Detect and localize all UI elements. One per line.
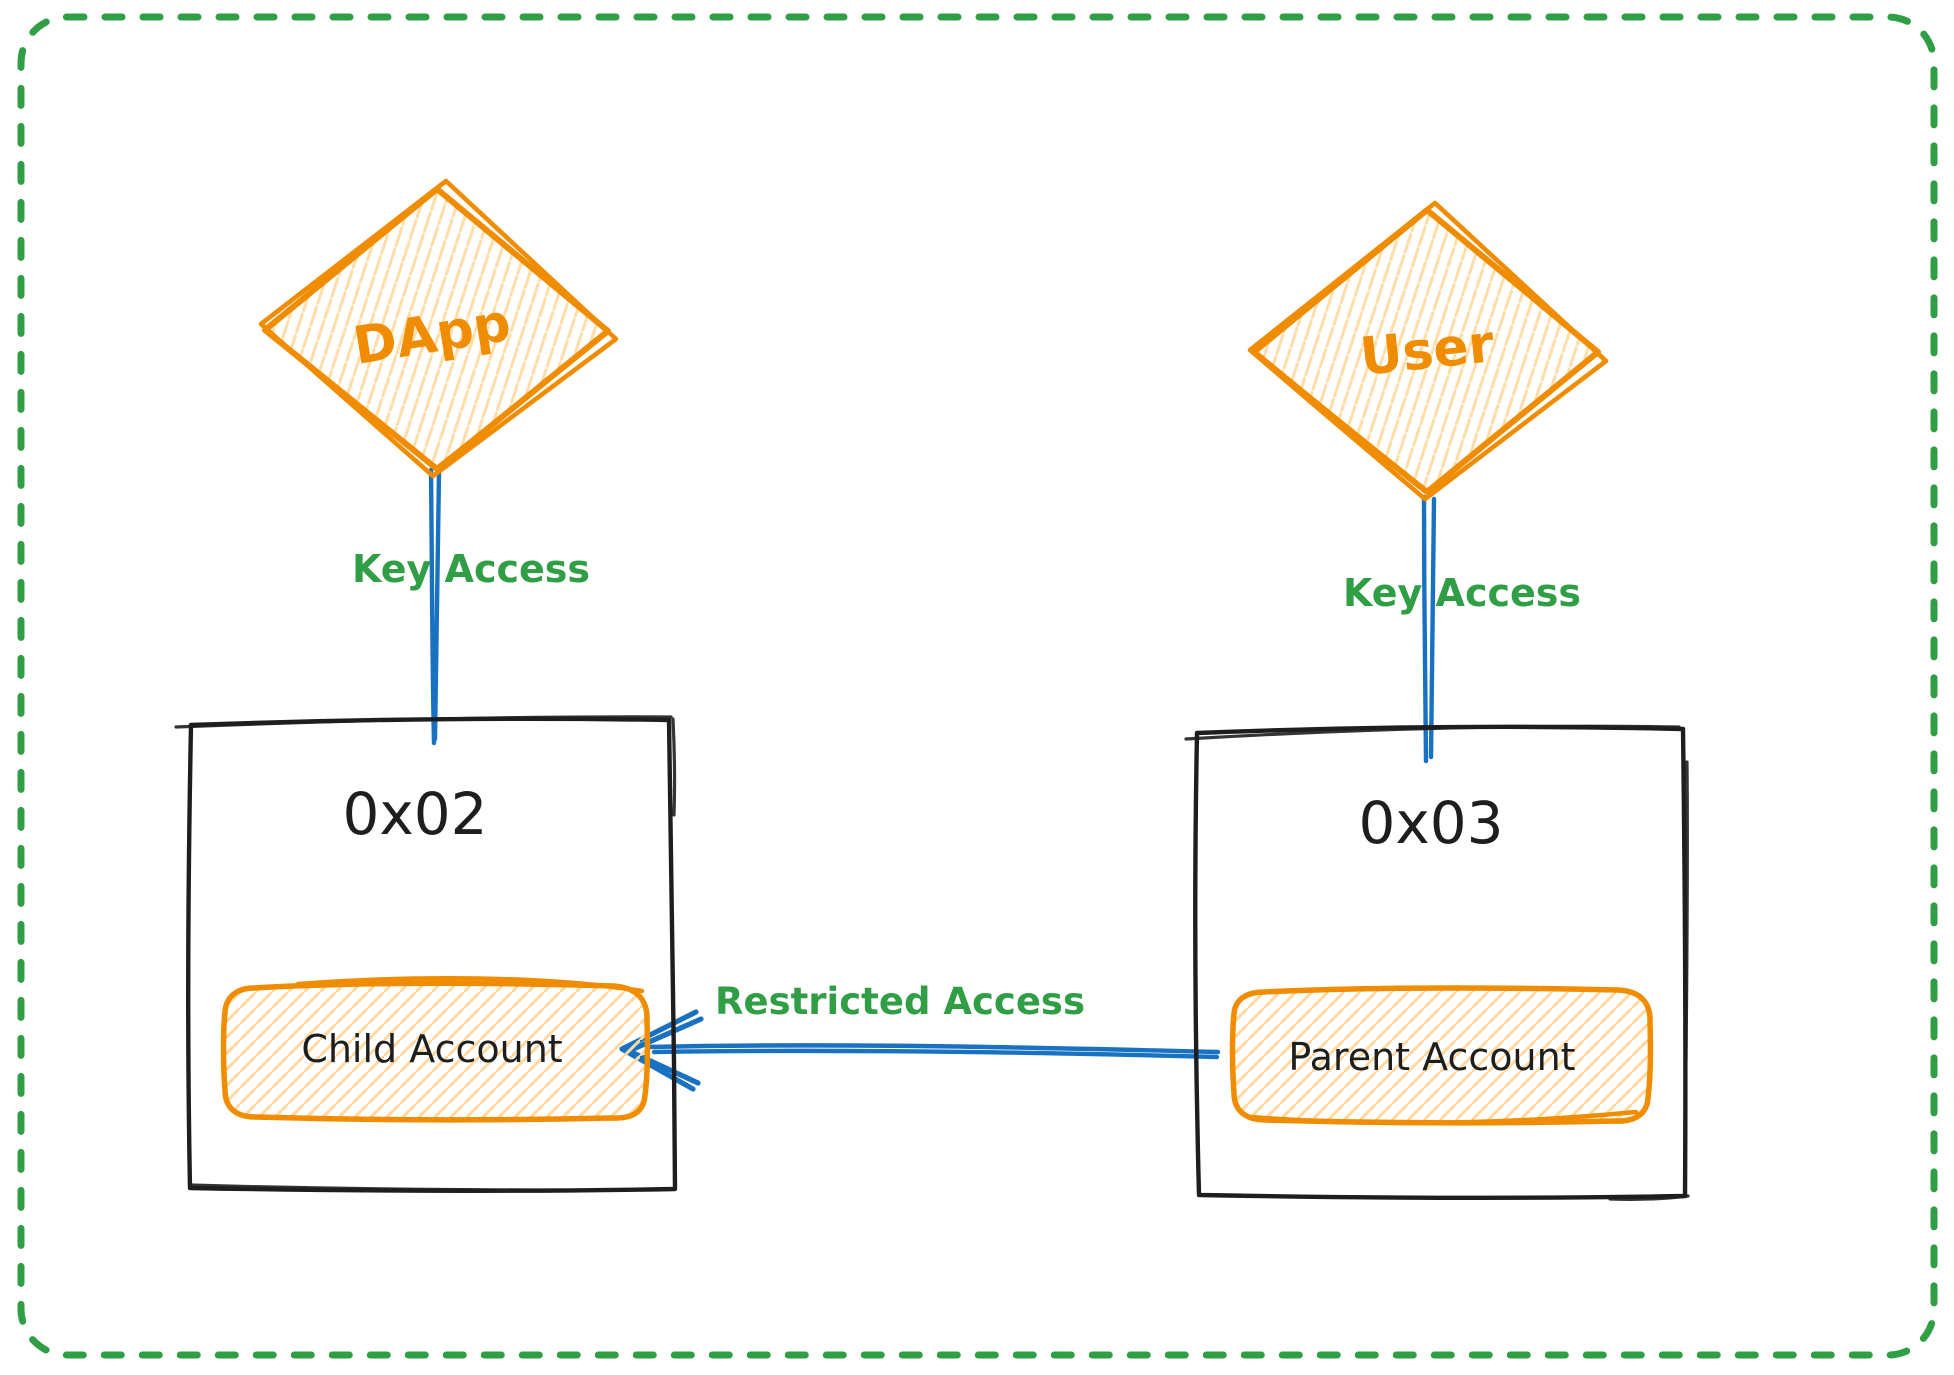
diamond-sketch-overdraw bbox=[258, 178, 619, 479]
edge-label-key-access-left[interactable]: Key Access bbox=[352, 547, 590, 591]
node-dapp-diamond[interactable]: DApp bbox=[258, 178, 619, 479]
arrow-shaft bbox=[645, 1043, 1221, 1055]
node-child-account[interactable]: Child Account bbox=[220, 975, 651, 1123]
account-0x03-label: 0x03 bbox=[1358, 789, 1503, 857]
edge-line-overdraw bbox=[432, 469, 442, 742]
edge-line bbox=[1421, 494, 1429, 764]
edge-line-overdraw bbox=[1428, 496, 1437, 760]
arrow-shaft-overdraw bbox=[651, 1048, 1220, 1060]
node-user-diamond[interactable]: User bbox=[1247, 200, 1609, 502]
rounded-box-overdraw bbox=[1247, 1109, 1639, 1126]
edge-label-restricted-access[interactable]: Restricted Access bbox=[715, 980, 1085, 1023]
node-account-0x02[interactable]: 0x02 bbox=[174, 715, 678, 1194]
parent-account-label: Parent Account bbox=[1288, 1035, 1575, 1079]
edge-dapp-key-access[interactable] bbox=[428, 467, 442, 746]
arrowhead-left bbox=[619, 1009, 704, 1092]
diamond-shape bbox=[1251, 207, 1601, 495]
diamond-shape bbox=[262, 186, 611, 472]
diamond-sketch-overdraw bbox=[1247, 200, 1609, 502]
node-parent-account[interactable]: Parent Account bbox=[1229, 985, 1654, 1126]
edge-user-key-access[interactable] bbox=[1421, 494, 1437, 764]
box-sketch-overdraw bbox=[1184, 724, 1690, 1201]
rounded-box-shape bbox=[220, 980, 651, 1123]
node-account-0x03[interactable]: 0x03 bbox=[1184, 724, 1690, 1201]
box-sketch-overdraw bbox=[174, 715, 677, 1192]
user-label: User bbox=[1357, 314, 1497, 388]
edge-label-key-access-right[interactable]: Key Access bbox=[1343, 571, 1581, 615]
edge-restricted-access-arrow[interactable] bbox=[619, 1009, 1221, 1092]
rounded-box-overdraw bbox=[295, 975, 645, 994]
account-0x02-label: 0x02 bbox=[342, 780, 487, 848]
child-account-label: Child Account bbox=[301, 1027, 562, 1071]
rounded-box-shape bbox=[1229, 985, 1654, 1126]
dashed-border-frame bbox=[17, 13, 1938, 1359]
